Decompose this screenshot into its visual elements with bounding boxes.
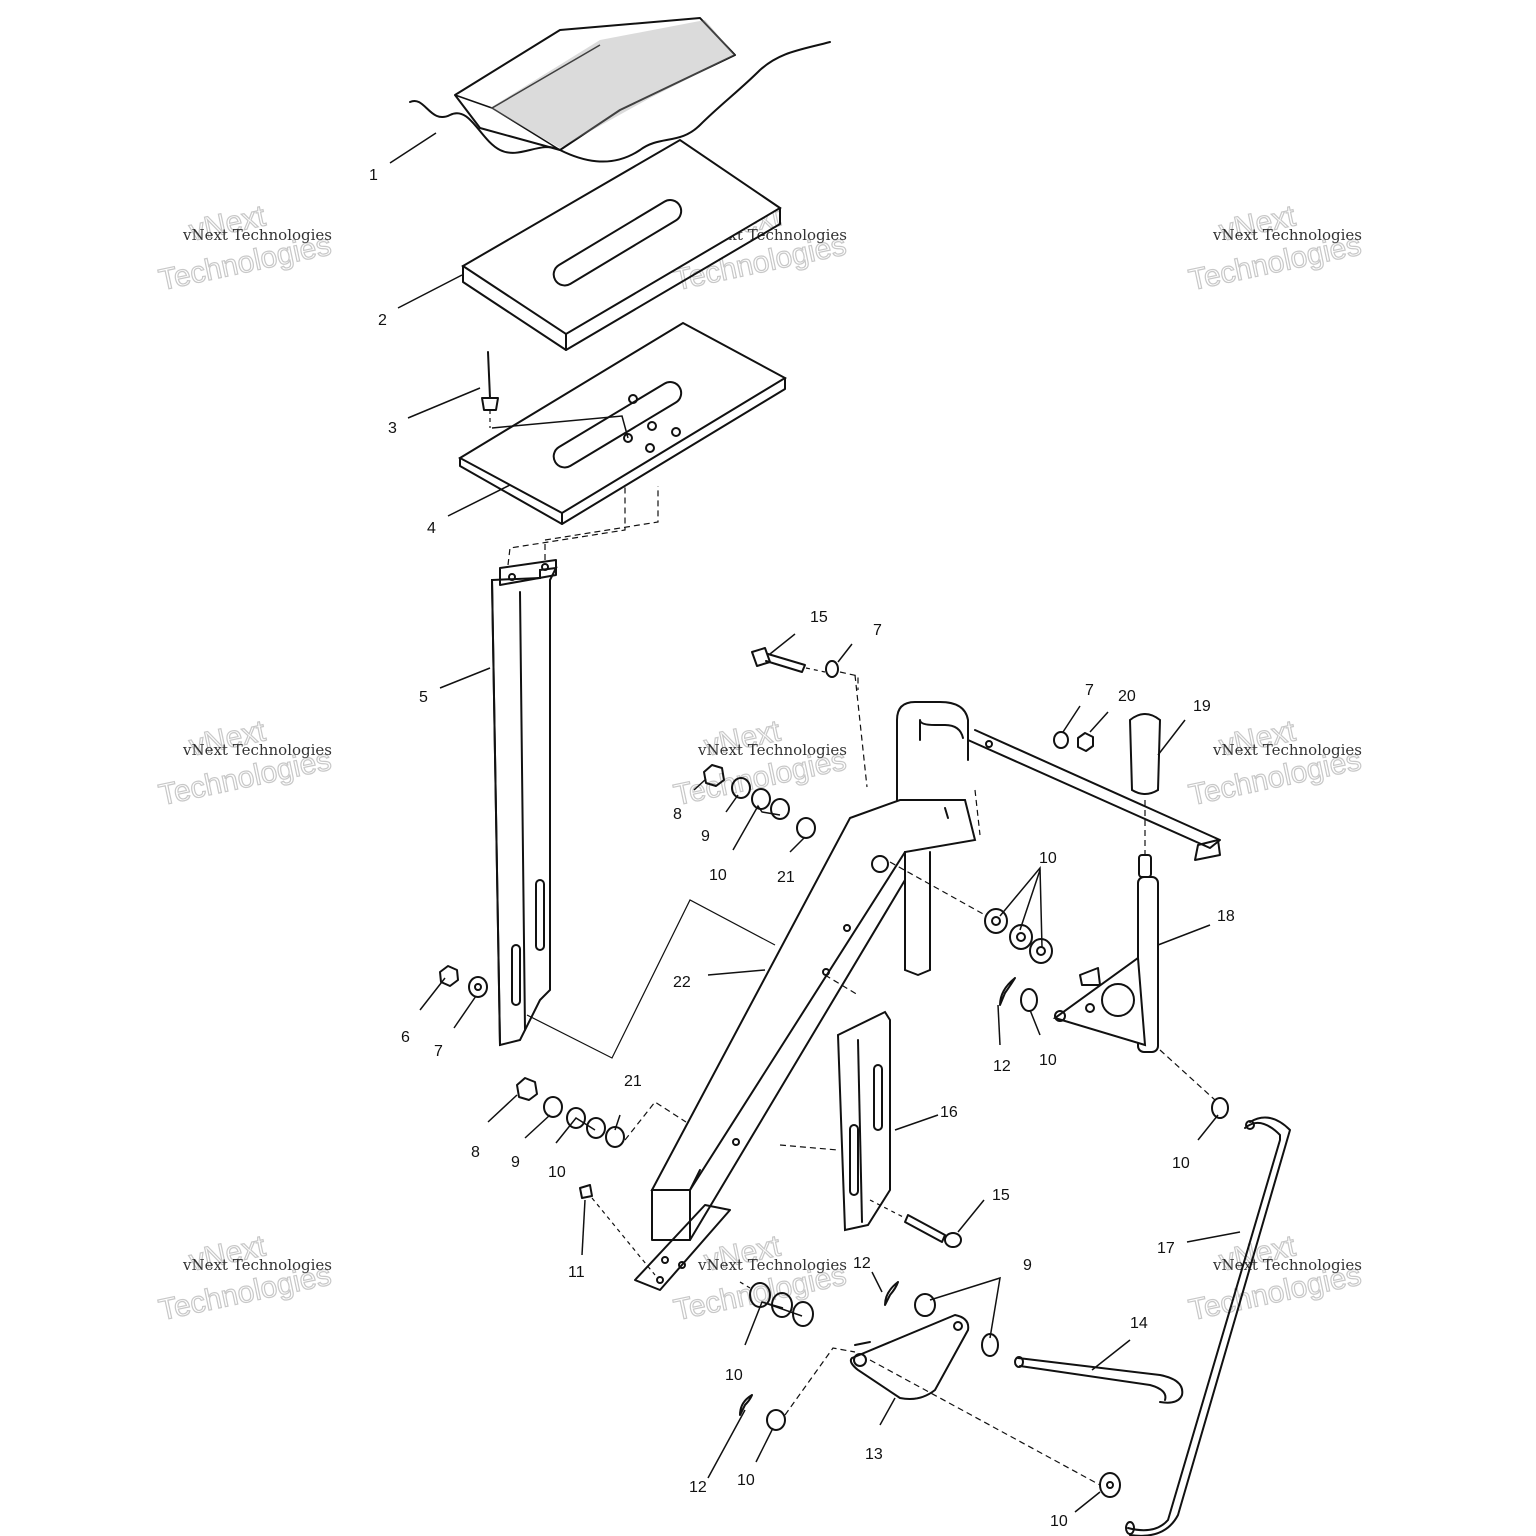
callout-20: 20 — [1118, 688, 1136, 705]
callout-5: 5 — [419, 689, 428, 706]
callout-10: 10 — [725, 1367, 743, 1384]
watermark-small: vNext Technologies — [182, 226, 332, 244]
vertical-support-part-5 — [490, 486, 659, 1047]
callout-21: 21 — [777, 869, 795, 886]
cotter-pin-part-12-bottom — [739, 1347, 856, 1431]
washer-part-10-right-low — [1020, 988, 1038, 1012]
washer-part-7-bolt — [825, 660, 859, 690]
watermark-small: vNext Technologies — [697, 741, 847, 759]
callout-10: 10 — [548, 1164, 566, 1181]
fastener-part-3 — [481, 351, 629, 439]
callout-8: 8 — [471, 1144, 480, 1161]
washer-stack-10-right — [889, 861, 1053, 964]
watermark-small: vNext Technologies — [1212, 741, 1362, 759]
watermark-small: vNext Technologies — [1212, 226, 1362, 244]
callout-18: 18 — [1217, 908, 1235, 925]
main-post-part-22 — [634, 799, 977, 1291]
callout-15: 15 — [810, 609, 828, 626]
leader-lines — [389, 132, 1241, 1513]
callout-21: 21 — [624, 1073, 642, 1090]
handle-bar-assembly — [854, 674, 1221, 861]
bolt-part-15-upper — [751, 647, 826, 673]
watermark: vNext Technologies vNext Technologies — [1185, 199, 1364, 298]
washer-part-10-bottom — [1099, 1472, 1121, 1498]
callout-14: 14 — [1130, 1315, 1148, 1332]
callout-9: 9 — [1023, 1257, 1032, 1274]
callout-10: 10 — [1039, 1052, 1057, 1069]
assembly-lines — [526, 899, 776, 1059]
watermark: vNext Technologies vNext Technologies — [1185, 1229, 1364, 1328]
callout-10: 10 — [737, 1472, 755, 1489]
cotter-pin-part-12-right — [999, 977, 1016, 1006]
callout-7: 7 — [1085, 682, 1094, 699]
callout-6: 6 — [401, 1029, 410, 1046]
cotter-pin-part-12-lower — [884, 1281, 899, 1306]
callout-10: 10 — [709, 867, 727, 884]
washer-part-7-upper — [1053, 731, 1069, 749]
base-plate-part-4 — [457, 321, 788, 525]
callout-13: 13 — [865, 1446, 883, 1463]
watermark-small: vNext Technologies — [697, 1256, 847, 1274]
callout-11: 11 — [568, 1264, 585, 1281]
callout-8: 8 — [673, 806, 682, 823]
watermark: vNext Technologies vNext Technologies — [155, 714, 334, 813]
shift-rod-part-18 — [1052, 854, 1159, 1053]
watermark: vNext Technologies vNext Technologies — [670, 1229, 849, 1328]
washer-stack-lower-left — [516, 1077, 687, 1148]
callout-7: 7 — [873, 622, 882, 639]
callout-22: 22 — [673, 974, 691, 991]
callout-1: 1 — [369, 167, 378, 184]
lever-part-14 — [1014, 1356, 1184, 1404]
lever-part-13 — [849, 1313, 1101, 1486]
knob-part-19 — [1128, 713, 1162, 855]
callout-10: 10 — [1050, 1513, 1068, 1530]
callout-12: 12 — [993, 1058, 1011, 1075]
pin-part-11 — [579, 1184, 656, 1276]
watermark-small: vNext Technologies — [1212, 1256, 1362, 1274]
watermark-small: vNext Technologies — [182, 1256, 332, 1274]
callout-17: 17 — [1157, 1240, 1175, 1257]
callout-15: 15 — [992, 1187, 1010, 1204]
watermark: vNext Technologies vNext Technologies — [155, 199, 334, 298]
bolt-part-15-lower — [869, 1199, 962, 1248]
link-rod-part-17 — [1125, 1049, 1291, 1536]
watermark: vNext Technologies vNext Technologies — [155, 1229, 334, 1328]
callout-4: 4 — [427, 520, 436, 537]
callout-2: 2 — [378, 312, 387, 329]
callout-7: 7 — [434, 1043, 443, 1060]
platform-plate-part-2 — [461, 138, 782, 351]
floor-cutaway-part-1 — [409, 17, 831, 163]
callout-10: 10 — [1172, 1155, 1190, 1172]
bracket-part-16 — [779, 974, 891, 1232]
nut-part-6 — [439, 965, 459, 987]
watermark: vNext Technologies vNext Technologies — [1185, 714, 1364, 813]
callout-12: 12 — [689, 1479, 707, 1496]
callout-16: 16 — [940, 1104, 958, 1121]
callout-labels: 1 2 3 4 5 6 7 7 7 8 8 9 9 9 10 10 10 10 … — [369, 167, 1235, 1530]
watermark-small: vNext Technologies — [182, 741, 332, 759]
callout-12: 12 — [853, 1255, 871, 1272]
callout-3: 3 — [388, 420, 397, 437]
callout-10: 10 — [1039, 850, 1057, 867]
callout-9: 9 — [511, 1154, 520, 1171]
nut-part-20 — [1077, 732, 1094, 752]
washer-part-7 — [468, 976, 488, 998]
washer-stack-upper-left — [703, 764, 816, 839]
callout-19: 19 — [1193, 698, 1211, 715]
watermark: vNext Technologies vNext Technologies — [670, 714, 849, 813]
callout-9: 9 — [701, 828, 710, 845]
